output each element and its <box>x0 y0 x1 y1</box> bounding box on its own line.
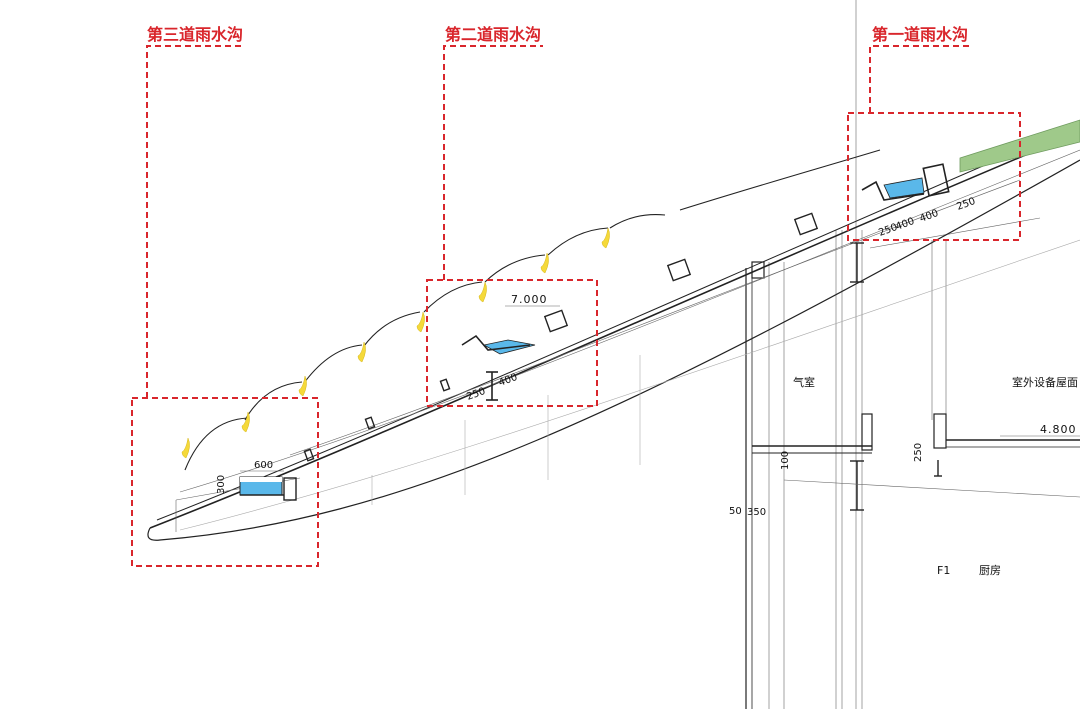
water-drop-icon <box>241 411 250 433</box>
water-drop-icon <box>298 375 307 397</box>
dim-gutter-width: 600 <box>254 460 273 471</box>
dim-250-right: 250 <box>913 443 924 462</box>
water-drop-icon <box>540 252 549 274</box>
dim-100: 100 <box>780 451 791 470</box>
dim-gutter-depth: 300 <box>216 475 227 494</box>
room-label-equipment-roof: 室外设备屋面 <box>1012 375 1078 389</box>
dim-350: 350 <box>747 507 766 518</box>
room-label-air-chamber: 气室 <box>793 375 815 389</box>
level-mark-7000: 7.000 <box>511 293 548 306</box>
gutter-second <box>461 334 536 401</box>
dim-400-first-a: 400 <box>894 216 916 233</box>
callout-first-gutter: 第一道雨水沟 <box>872 25 968 44</box>
water-drop-icon <box>478 281 487 303</box>
water-drop-icon <box>181 437 190 459</box>
dim-400-first-b: 400 <box>918 208 940 225</box>
water-drop-icon <box>416 311 425 333</box>
water-drop-icon <box>357 341 366 363</box>
water-drop-icon <box>601 227 610 249</box>
callout-third-gutter: 第三道雨水沟 <box>147 25 243 44</box>
callout-second-gutter: 第二道雨水沟 <box>445 25 541 44</box>
rainfall-arcs <box>184 213 666 471</box>
roof-openings <box>303 212 819 462</box>
room-label-kitchen: 厨房 <box>979 564 1001 577</box>
dim-250-second: 250 <box>465 386 487 403</box>
floor-tag: F1 <box>937 564 950 577</box>
dim-50: 50 <box>729 506 742 517</box>
gutter-first <box>861 163 950 201</box>
gutter-third <box>239 476 297 501</box>
building-structure <box>745 0 1080 709</box>
dim-250-first-b: 250 <box>955 196 977 213</box>
roof-canopy <box>147 119 1080 541</box>
callout-frames <box>131 45 1021 567</box>
dim-400-second: 400 <box>497 372 519 389</box>
level-mark-4800: 4.800 <box>1040 423 1077 436</box>
water-drop-markers <box>181 227 610 459</box>
